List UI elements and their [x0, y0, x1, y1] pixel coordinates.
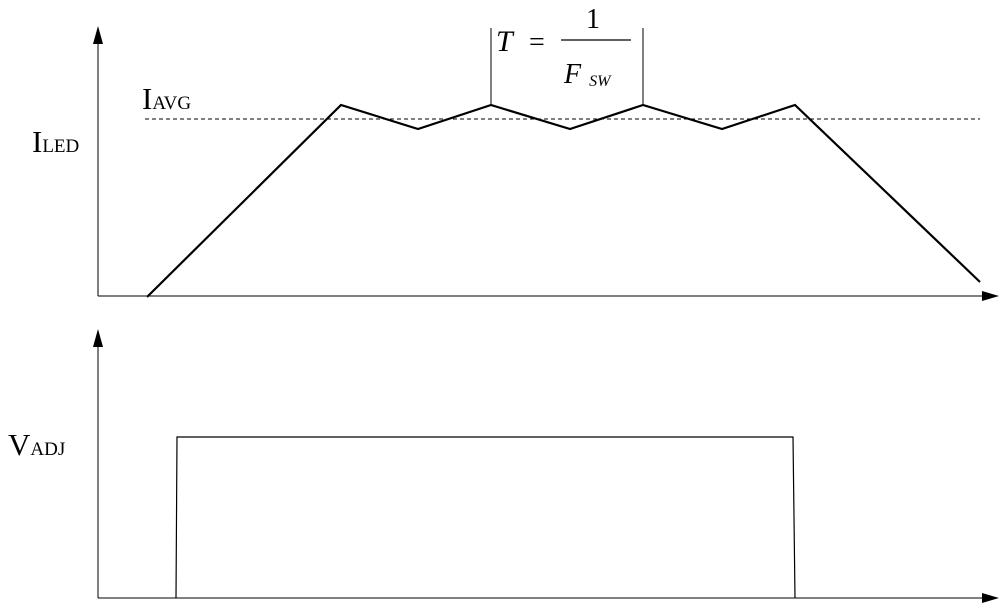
led-current-waveform — [146, 103, 981, 298]
v-adj-pulse — [175, 436, 796, 599]
formula-denominator: F SW — [563, 59, 612, 90]
bottom-x-axis-arrow — [982, 593, 999, 603]
i-led-label-main: I — [32, 124, 42, 159]
formula-equals: = — [529, 27, 545, 58]
bottom-y-axis-arrow — [93, 329, 103, 347]
period-formula: T = 1 F SW — [496, 4, 631, 90]
v-adj-graph: VADJ — [8, 329, 999, 603]
formula-denominator-sub: SW — [589, 73, 612, 90]
top-x-axis-arrow — [982, 291, 999, 301]
formula-numerator: 1 — [586, 4, 600, 35]
formula-denominator-main: F — [563, 59, 582, 90]
v-adj-label: VADJ — [8, 427, 65, 462]
v-adj-label-sub: ADJ — [30, 439, 65, 460]
i-led-label-sub: LED — [42, 136, 79, 157]
v-adj-label-main: V — [8, 427, 31, 462]
i-led-label: ILED — [32, 124, 79, 159]
formula-lhs: T — [496, 25, 515, 58]
i-avg-label-sub: AVG — [152, 93, 191, 114]
i-avg-label: IAVG — [142, 81, 191, 116]
i-avg-label-main: I — [142, 81, 152, 116]
top-y-axis-arrow — [93, 26, 103, 44]
